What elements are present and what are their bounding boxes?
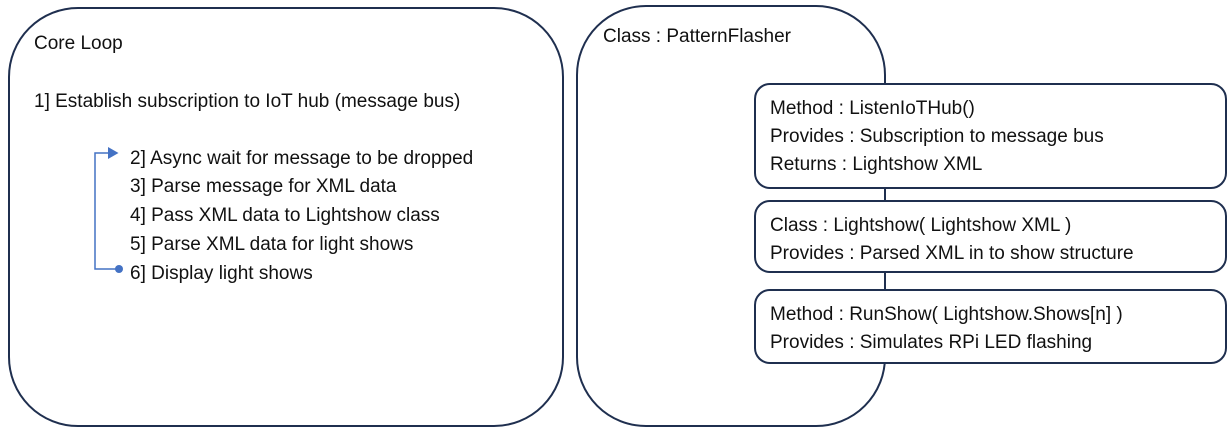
member-2-line-2: Provides : Parsed XML in to show structu… — [770, 243, 1134, 264]
core-loop-step-1: 1] Establish subscription to IoT hub (me… — [34, 91, 461, 112]
core-loop-step-4: 4] Pass XML data to Lightshow class — [130, 205, 440, 226]
core-loop-step-3: 3] Parse message for XML data — [130, 176, 397, 197]
core-loop-step-6: 6] Display light shows — [130, 263, 313, 284]
member-2-line-1: Class : Lightshow( Lightshow XML ) — [770, 215, 1072, 236]
pattern-flasher-title: Class : PatternFlasher — [603, 26, 791, 47]
listen-iot-hub-method-box: Method : ListenIoTHub() Provides : Subsc… — [754, 83, 1227, 189]
member-1-line-3: Returns : Lightshow XML — [770, 154, 983, 175]
run-show-method-box: Method : RunShow( Lightshow.Shows[n] ) P… — [754, 289, 1227, 364]
core-loop-step-5: 5] Parse XML data for light shows — [130, 234, 414, 255]
member-1-line-2: Provides : Subscription to message bus — [770, 126, 1104, 147]
lightshow-class-box: Class : Lightshow( Lightshow XML ) Provi… — [754, 200, 1227, 273]
core-loop-title: Core Loop — [34, 33, 123, 54]
member-3-line-1: Method : RunShow( Lightshow.Shows[n] ) — [770, 304, 1123, 325]
member-3-line-2: Provides : Simulates RPi LED flashing — [770, 332, 1093, 353]
core-loop-step-2: 2] Async wait for message to be dropped — [130, 148, 474, 169]
member-1-line-1: Method : ListenIoTHub() — [770, 98, 975, 119]
